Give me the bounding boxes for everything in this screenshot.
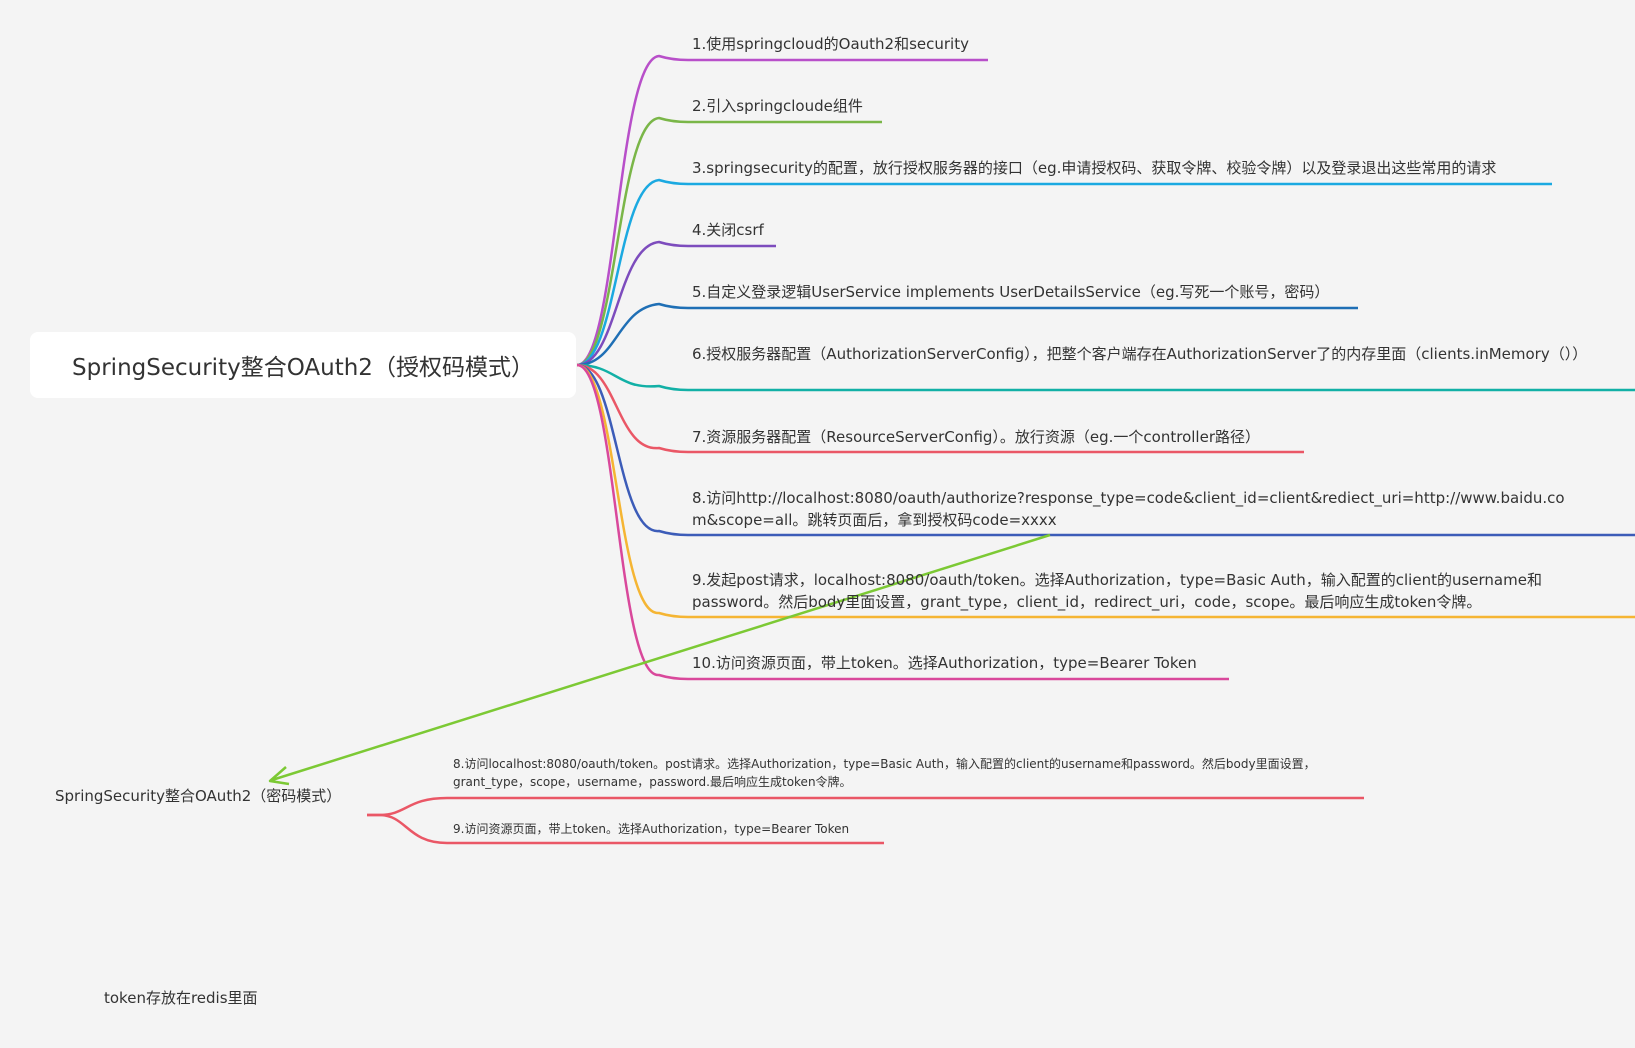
- branch-connector-1: [576, 54, 988, 367]
- floating-topic[interactable]: token存放在redis里面: [104, 987, 258, 1008]
- second-branch-connector-2: [367, 813, 884, 845]
- branch-connector-5: [576, 302, 1358, 367]
- second-branch-topic-2[interactable]: 9.访问资源页面，带上token。选择Authorization，type=Be…: [453, 822, 850, 836]
- branch-connector-9: [576, 363, 1635, 619]
- floating-topic-text: token存放在redis里面: [104, 989, 258, 1007]
- branch-connector-7: [576, 363, 1304, 454]
- branch-connector-4: [576, 240, 776, 367]
- second-branch-topic-1[interactable]: 8.访问localhost:8080/oauth/token。post请求。选择…: [453, 757, 1316, 789]
- branch-topic-10[interactable]: 10.访问资源页面，带上token。选择Authorization，type=B…: [692, 654, 1197, 672]
- root-topic-title: SpringSecurity整合OAuth2（授权码模式）: [72, 355, 534, 381]
- branch-topic-8[interactable]: 8.访问http://localhost:8080/oauth/authoriz…: [692, 489, 1565, 529]
- branch-connector-6: [576, 363, 1635, 392]
- branch-connector-3: [576, 178, 1552, 367]
- second-root-topic[interactable]: SpringSecurity整合OAuth2（密码模式）: [55, 785, 341, 806]
- relationship-arrowhead: [268, 766, 290, 786]
- root-topic[interactable]: SpringSecurity整合OAuth2（授权码模式）: [30, 332, 576, 398]
- branch-topic-3[interactable]: 3.springsecurity的配置，放行授权服务器的接口（eg.申请授权码、…: [692, 159, 1497, 177]
- second-branch-connector-1: [367, 796, 1364, 817]
- branch-topic-4[interactable]: 4.关闭csrf: [692, 221, 764, 239]
- branch-topic-1[interactable]: 1.使用springcloud的Oauth2和security: [692, 35, 969, 53]
- branch-topic-7[interactable]: 7.资源服务器配置（ResourceServerConfig）。放行资源（eg.…: [692, 428, 1260, 446]
- branch-topic-2[interactable]: 2.引入springcloude组件: [692, 97, 863, 115]
- branch-connector-8: [576, 363, 1635, 537]
- second-root-title: SpringSecurity整合OAuth2（密码模式）: [55, 787, 342, 805]
- branch-connector-2: [576, 116, 882, 367]
- branch-topic-9[interactable]: 9.发起post请求，localhost:8080/oauth/token。选择…: [692, 571, 1542, 611]
- branch-connector-10: [576, 363, 1229, 681]
- relationship-line[interactable]: [271, 533, 1051, 782]
- branch-topic-5[interactable]: 5.自定义登录逻辑UserService implements UserDeta…: [692, 283, 1330, 301]
- branch-topic-6[interactable]: 6.授权服务器配置（AuthorizationServerConfig），把整个…: [692, 345, 1588, 363]
